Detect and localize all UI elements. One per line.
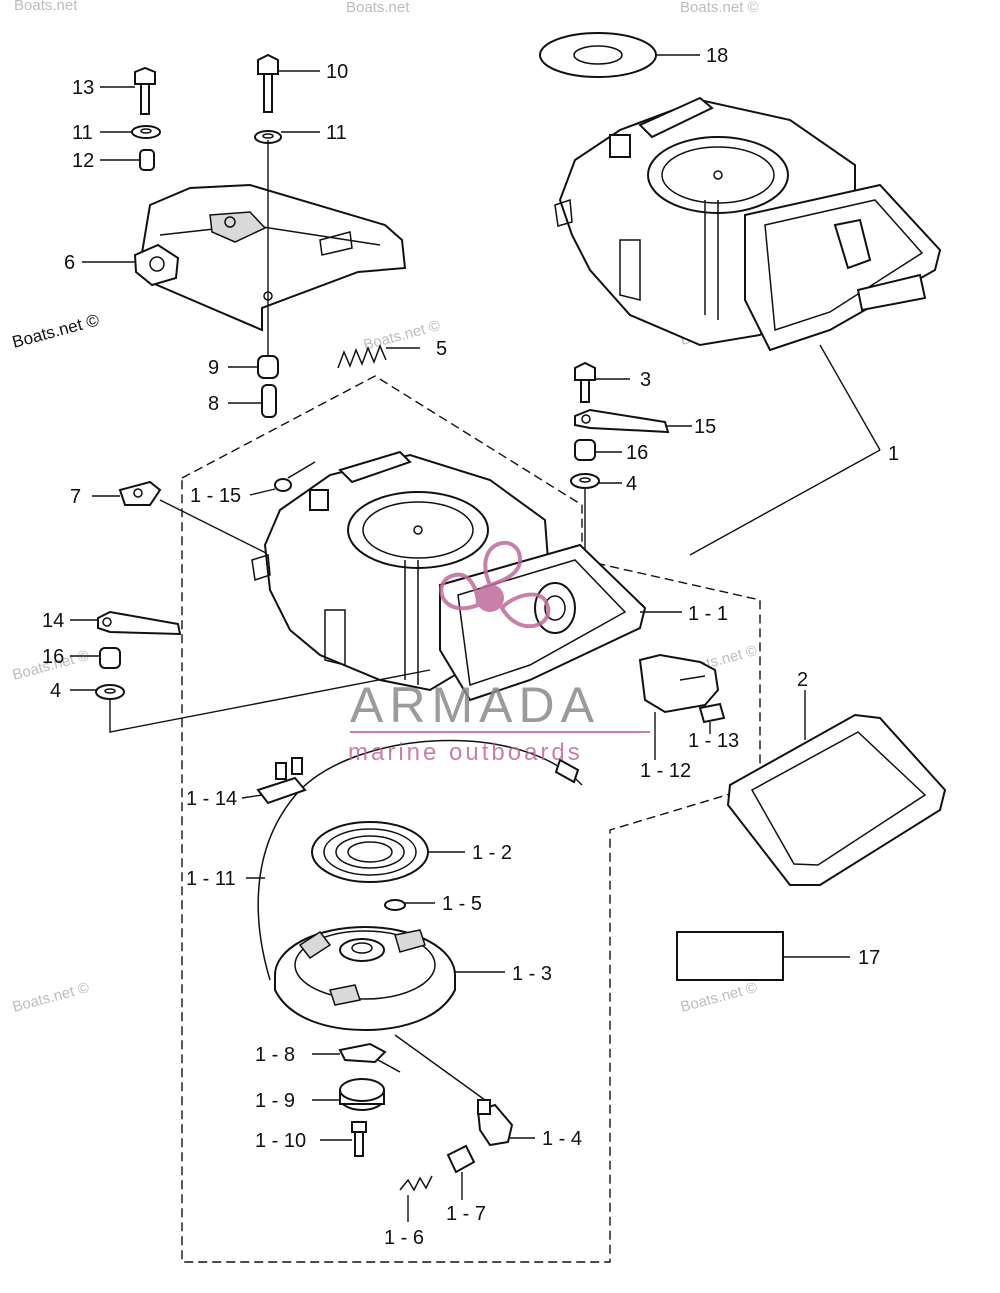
part-1-13-insert <box>698 702 726 724</box>
part-4-washer <box>95 684 125 700</box>
part-2-gasket <box>726 713 947 886</box>
callout-15: 15 <box>694 416 716 438</box>
callout-14: 14 <box>42 610 64 632</box>
part-11-washer <box>131 125 161 139</box>
leader-line <box>689 344 881 556</box>
part-10-bolt <box>257 53 279 113</box>
callout-7: 7 <box>70 486 81 508</box>
subassembly-boundary <box>181 375 761 1263</box>
part-9-grommet <box>257 355 279 379</box>
part-7-plate <box>118 480 162 506</box>
part-17-label <box>676 931 784 981</box>
assembly-line <box>394 1034 486 1101</box>
callout-1-7: 1 - 7 <box>446 1203 486 1225</box>
part-6-starter-cover <box>133 183 407 332</box>
callout-1-6: 1 - 6 <box>384 1227 424 1249</box>
callout-2: 2 <box>797 669 808 691</box>
callout-1-11: 1 - 11 <box>186 868 236 890</box>
part-3-bolt <box>574 361 596 403</box>
callout-1-1: 1 - 1 <box>688 603 728 625</box>
callout-6: 6 <box>64 252 75 274</box>
callout-11: 11 <box>72 122 93 144</box>
callout-labels: 18 13 10 11 11 12 6 9 5 8 3 15 16 4 1 7 … <box>42 45 899 1249</box>
part-1-4-cam <box>476 1099 514 1147</box>
logo-brand: ARMADA <box>350 677 600 733</box>
copyright-notice: Boats.net © <box>10 310 101 352</box>
callout-10: 10 <box>326 61 348 83</box>
part-1-14-latch <box>256 757 307 805</box>
part-8-collar <box>261 384 277 418</box>
callout-17: 17 <box>858 947 880 969</box>
part-12-collar <box>139 149 155 171</box>
part-1-2-recoil-spring <box>311 821 429 883</box>
assembly-line <box>159 499 271 556</box>
leader-lines <box>70 54 850 1222</box>
watermark: Boats.net <box>346 0 410 16</box>
part-1-5-clip <box>384 899 406 911</box>
callout-1-12: 1 - 12 <box>640 760 691 782</box>
part-1-3-reel <box>274 926 456 1032</box>
part-1-8-pawl <box>338 1042 401 1073</box>
part-15-arm <box>574 408 670 434</box>
callout-13: 13 <box>72 77 94 99</box>
part-16-collar <box>574 439 596 461</box>
part-18-decal <box>539 32 657 78</box>
callout-1: 1 <box>888 443 899 465</box>
callout-9: 9 <box>208 357 219 379</box>
callout-1-14: 1 - 14 <box>186 788 237 810</box>
armada-logo: ARMADA marine outboards <box>348 540 650 766</box>
part-13-bolt <box>134 66 156 115</box>
part-1-starter-assembly <box>554 96 942 352</box>
callout-1-5: 1 - 5 <box>442 893 482 915</box>
assembly-line <box>109 669 431 733</box>
callout-3: 3 <box>640 369 651 391</box>
callout-8: 8 <box>208 393 219 415</box>
part-1-7-spring <box>446 1144 476 1174</box>
watermark: Boats.net © <box>680 0 759 16</box>
callout-1-15: 1 - 15 <box>190 485 241 507</box>
callout-11: 11 <box>326 122 347 144</box>
callout-1-9: 1 - 9 <box>255 1090 295 1112</box>
callout-1-3: 1 - 3 <box>512 963 552 985</box>
part-4-washer <box>570 473 600 489</box>
part-5-spring <box>337 343 387 369</box>
part-14-arm <box>97 610 182 636</box>
part-1-15-clip <box>274 461 316 492</box>
callout-1-4: 1 - 4 <box>542 1128 582 1150</box>
callout-12: 12 <box>72 150 94 172</box>
callout-18: 18 <box>706 45 728 67</box>
part-1-12-handle <box>638 653 720 714</box>
watermark: Boats.net © <box>679 979 759 1016</box>
part-1-9-plate <box>339 1078 385 1111</box>
callout-4: 4 <box>626 473 637 495</box>
callout-1-10: 1 - 10 <box>255 1130 306 1152</box>
part-1-10-screw <box>351 1121 367 1157</box>
callout-1-2: 1 - 2 <box>472 842 512 864</box>
watermark: Boats.net © <box>11 979 91 1016</box>
part-1-11-rope <box>257 739 583 981</box>
part-1-6-spring <box>399 1175 433 1192</box>
propeller-icon <box>439 540 551 629</box>
part-16-collar <box>99 647 121 669</box>
callout-5: 5 <box>436 338 447 360</box>
watermark: Boats.net <box>14 0 78 14</box>
callout-1-13: 1 - 13 <box>688 730 739 752</box>
callout-4: 4 <box>50 680 61 702</box>
logo-tagline: marine outboards <box>348 739 583 766</box>
callout-16: 16 <box>626 442 648 464</box>
callout-1-8: 1 - 8 <box>255 1044 295 1066</box>
callout-16: 16 <box>42 646 64 668</box>
